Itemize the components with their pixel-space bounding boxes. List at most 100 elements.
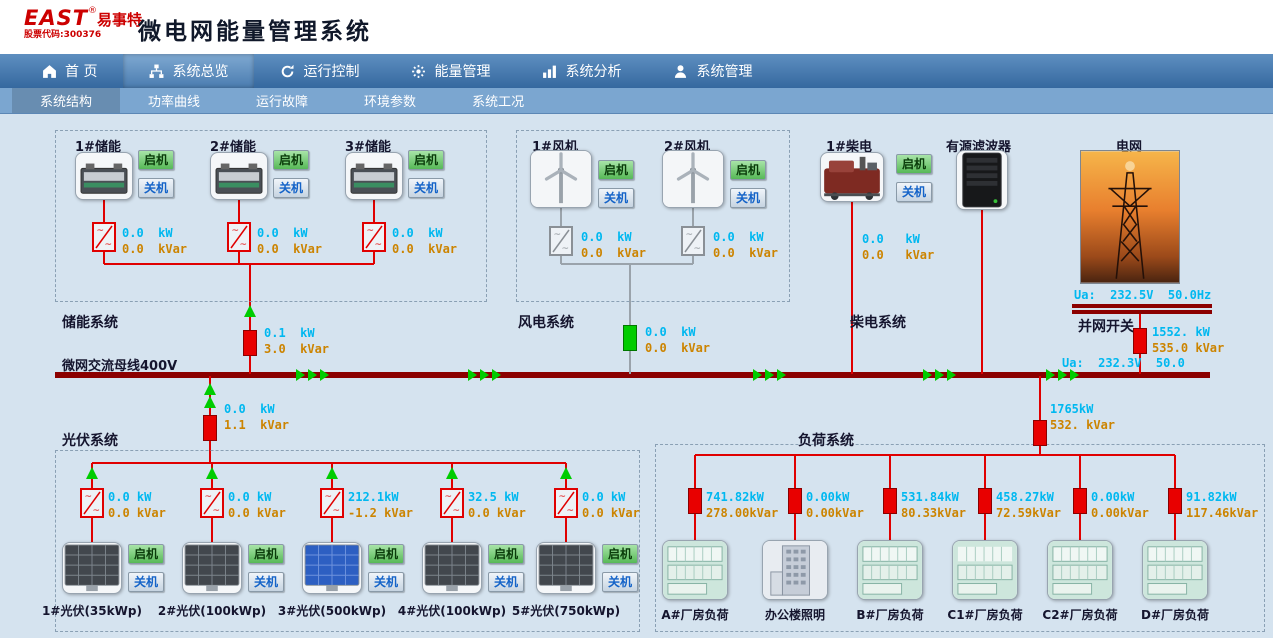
nav-energy-management[interactable]: 能量管理 [385, 54, 516, 88]
load-6-breaker[interactable] [1168, 488, 1182, 514]
wind-2-stop-button[interactable]: 关机 [730, 188, 766, 208]
nav-system-analysis[interactable]: 系统分析 [516, 54, 647, 88]
load-2-breaker[interactable] [788, 488, 802, 514]
subnav-system-status[interactable]: 系统工况 [444, 88, 552, 113]
wind-2-inverter-symbol: ~~ [681, 226, 705, 256]
storage-branch-kvar: 3.0 kVar [264, 342, 330, 356]
sitemap-icon [149, 64, 164, 79]
pv-3-inverter-symbol: ~~ [320, 488, 344, 518]
nav-analysis-label: 系统分析 [565, 64, 622, 80]
nav-control-label: 运行控制 [303, 64, 360, 80]
nav-run-control[interactable]: 运行控制 [254, 54, 385, 88]
load-6-kvar: 117.46kVar [1186, 506, 1259, 520]
sub-nav: 系统结构 功率曲线 运行故障 环境参数 系统工况 [0, 88, 1273, 114]
pv-3-kw: 212.1kW [348, 490, 399, 504]
wind-1-stop-button[interactable]: 关机 [598, 188, 634, 208]
pv-4-inverter-symbol: ~~ [440, 488, 464, 518]
pv-1-kvar: 0.0 kVar [108, 506, 166, 520]
subnav-environment[interactable]: 环境参数 [336, 88, 444, 113]
pv-3-start-button[interactable]: 启机 [368, 544, 404, 564]
grid-busbar-bottom [1072, 310, 1212, 314]
pv-2-name: 2#光伏(100kWp) [157, 604, 267, 618]
nav-system-admin[interactable]: 系统管理 [647, 54, 778, 88]
pv-4-stop-button[interactable]: 关机 [488, 572, 524, 592]
wind-branch-kw: 0.0 kW [645, 325, 696, 339]
grid-tie-breaker[interactable] [1133, 328, 1147, 354]
load-3-kw: 531.84kW [901, 490, 959, 504]
load-1-breaker[interactable] [688, 488, 702, 514]
subnav-power-curve[interactable]: 功率曲线 [120, 88, 228, 113]
pv-5-inverter-symbol: ~~ [554, 488, 578, 518]
storage-1-stop-button[interactable]: 关机 [138, 178, 174, 198]
pv-1-kw: 0.0 kW [108, 490, 152, 504]
bus-voltage-meas: Ua: 232.3V 50.0 [1062, 356, 1185, 370]
storage-1-inverter-symbol: ~~ [92, 222, 116, 252]
wind-1-inverter-symbol: ~~ [549, 226, 573, 256]
wind-2-start-button[interactable]: 启机 [730, 160, 766, 180]
diesel-stop-button[interactable]: 关机 [896, 182, 932, 202]
nav-energy-label: 能量管理 [434, 64, 491, 80]
svg-text:~: ~ [93, 506, 101, 516]
pv-branch-kw: 0.0 kW [224, 402, 275, 416]
storage-2-stop-button[interactable]: 关机 [273, 178, 309, 198]
nav-system-overview[interactable]: 系统总览 [123, 54, 255, 88]
storage-2-inverter-symbol: ~~ [227, 222, 251, 252]
pv-3-kvar: -1.2 kVar [348, 506, 414, 520]
load-branch-breaker[interactable] [1033, 420, 1047, 446]
refresh-icon [280, 64, 295, 79]
pv-4-start-button[interactable]: 启机 [488, 544, 524, 564]
pv-2-start-button[interactable]: 启机 [248, 544, 284, 564]
storage-2-name: 2#储能 [210, 140, 256, 155]
pv-1-start-button[interactable]: 启机 [128, 544, 164, 564]
wind-branch-kvar: 0.0 kVar [645, 341, 711, 355]
solar-panel-image [302, 542, 362, 594]
grid-switch-label: 并网开关 [1078, 319, 1134, 335]
storage-2-start-button[interactable]: 启机 [273, 150, 309, 170]
storage-1-start-button[interactable]: 启机 [138, 150, 174, 170]
pv-3-stop-button[interactable]: 关机 [368, 572, 404, 592]
load-3-breaker[interactable] [883, 488, 897, 514]
load-6-name: D#厂房负荷 [1140, 608, 1210, 622]
load-1-kw: 741.82kW [706, 490, 764, 504]
nav-admin-label: 系统管理 [696, 64, 753, 80]
storage-section-label: 储能系统 [62, 315, 118, 331]
battery-image [345, 152, 403, 200]
gear-icon [411, 64, 426, 79]
pv-5-start-button[interactable]: 启机 [602, 544, 638, 564]
pv-5-kvar: 0.0 kVar [582, 506, 640, 520]
load-4-kw: 458.27kW [996, 490, 1054, 504]
subnav-system-structure[interactable]: 系统结构 [12, 88, 121, 113]
pv-branch-breaker[interactable] [203, 415, 217, 441]
factory-building-image [1047, 540, 1113, 600]
subnav-run-faults[interactable]: 运行故障 [228, 88, 336, 113]
svg-text:~: ~ [554, 230, 562, 240]
pv-2-inverter-symbol: ~~ [200, 488, 224, 518]
solar-panel-image [182, 542, 242, 594]
load-4-breaker[interactable] [978, 488, 992, 514]
svg-text:~: ~ [240, 240, 248, 250]
pv-1-name: 1#光伏(35kWp) [42, 604, 142, 618]
pv-2-stop-button[interactable]: 关机 [248, 572, 284, 592]
pv-4-kvar: 0.0 kVar [468, 506, 526, 520]
load-2-name: 办公楼照明 [764, 608, 825, 622]
factory-building-image [662, 540, 728, 600]
load-1-kvar: 278.00kVar [706, 506, 779, 520]
storage-branch-breaker[interactable] [243, 330, 257, 356]
storage-1-kvar: 0.0 kVar [122, 242, 188, 256]
diesel-generator-image [820, 152, 884, 202]
load-5-breaker[interactable] [1073, 488, 1087, 514]
nav-home-label: 首 页 [65, 64, 98, 80]
pv-5-stop-button[interactable]: 关机 [602, 572, 638, 592]
page-title: 微电网能量管理系统 [138, 19, 372, 45]
svg-text:~: ~ [567, 506, 575, 516]
wind-branch-breaker[interactable] [623, 325, 637, 351]
diesel-start-button[interactable]: 启机 [896, 154, 932, 174]
wind-1-start-button[interactable]: 启机 [598, 160, 634, 180]
storage-3-stop-button[interactable]: 关机 [408, 178, 444, 198]
header: EAST®易事特 股票代码:300376 微电网能量管理系统 [0, 0, 1273, 54]
pv-1-stop-button[interactable]: 关机 [128, 572, 164, 592]
wind-turbine-image [530, 150, 592, 208]
nav-home[interactable]: 首 页 [16, 54, 123, 88]
storage-3-start-button[interactable]: 启机 [408, 150, 444, 170]
main-nav: 首 页 系统总览 运行控制 能量管理 系统分析 系统管理 [0, 54, 1273, 88]
